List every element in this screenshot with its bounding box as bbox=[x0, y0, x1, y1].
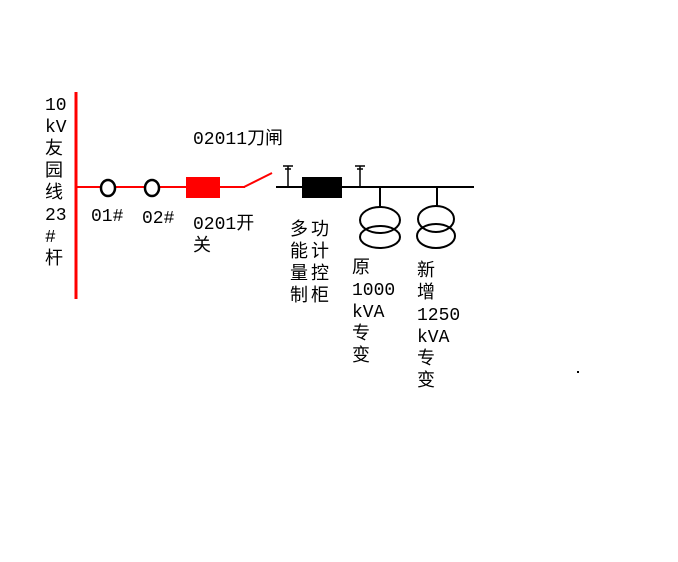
label-line: 量 bbox=[290, 265, 308, 285]
pole-02-label: 02# bbox=[142, 209, 175, 229]
label-line: 计 bbox=[311, 243, 329, 263]
label-line: 1000 bbox=[352, 281, 396, 301]
ground-symbol-1 bbox=[283, 165, 293, 187]
metering-cabinet-symbol[interactable] bbox=[302, 177, 342, 198]
label-line: # bbox=[45, 228, 56, 248]
disconnector-label: 02011刀闸 bbox=[193, 130, 284, 150]
label-line: 关 bbox=[193, 237, 211, 257]
label-line: 23 bbox=[45, 206, 67, 226]
label-line: 原 bbox=[352, 259, 370, 279]
transformer-1250kva-label: 新 增 1250 kVA 专 变 bbox=[417, 261, 460, 393]
label-line: 制 bbox=[290, 287, 308, 307]
label-line: 多 bbox=[290, 221, 308, 241]
ground-symbol-2 bbox=[355, 165, 365, 187]
label-line: 能 bbox=[290, 243, 308, 263]
disconnector-blade[interactable] bbox=[243, 172, 273, 188]
label-line: 增 bbox=[417, 284, 435, 304]
label-line: 1250 bbox=[417, 306, 461, 326]
pole-02-symbol bbox=[143, 178, 161, 198]
transformer-1250kva-symbol[interactable] bbox=[416, 187, 456, 249]
label-line: 专 bbox=[417, 350, 435, 370]
pole-01-label: 01# bbox=[91, 207, 124, 227]
label-line: 10 bbox=[45, 96, 67, 116]
label-line: 新 bbox=[417, 262, 435, 282]
label-line: 变 bbox=[352, 347, 370, 367]
label-line: kVA bbox=[352, 303, 385, 323]
cabinet-label-col1: 多 能 量 制 bbox=[290, 220, 308, 308]
stray-dot bbox=[577, 371, 579, 373]
label-line: kVA bbox=[417, 328, 450, 348]
label-line: 控 bbox=[311, 265, 329, 285]
label-line: 线 bbox=[45, 184, 63, 204]
label-line: 园 bbox=[45, 162, 63, 182]
label-line: 友 bbox=[45, 140, 63, 160]
cabinet-label-col2: 功 计 控 柜 bbox=[311, 220, 329, 308]
label-line: kV bbox=[45, 118, 67, 138]
breaker-0201-symbol[interactable] bbox=[186, 177, 220, 198]
label-line: 变 bbox=[417, 372, 435, 392]
transformer-1000kva-symbol[interactable] bbox=[359, 187, 401, 249]
feeder-label: 10 kV 友 园 线 23 # 杆 bbox=[45, 95, 67, 271]
transformer-1000kva-label: 原 1000 kVA 专 变 bbox=[352, 258, 395, 368]
label-line: 0201开 bbox=[193, 215, 255, 235]
label-line: 功 bbox=[311, 221, 329, 241]
pole-01-symbol bbox=[99, 178, 117, 198]
breaker-label: 0201开 关 bbox=[193, 214, 254, 258]
label-line: 杆 bbox=[45, 250, 63, 270]
label-line: 柜 bbox=[311, 287, 329, 307]
label-line: 专 bbox=[352, 325, 370, 345]
